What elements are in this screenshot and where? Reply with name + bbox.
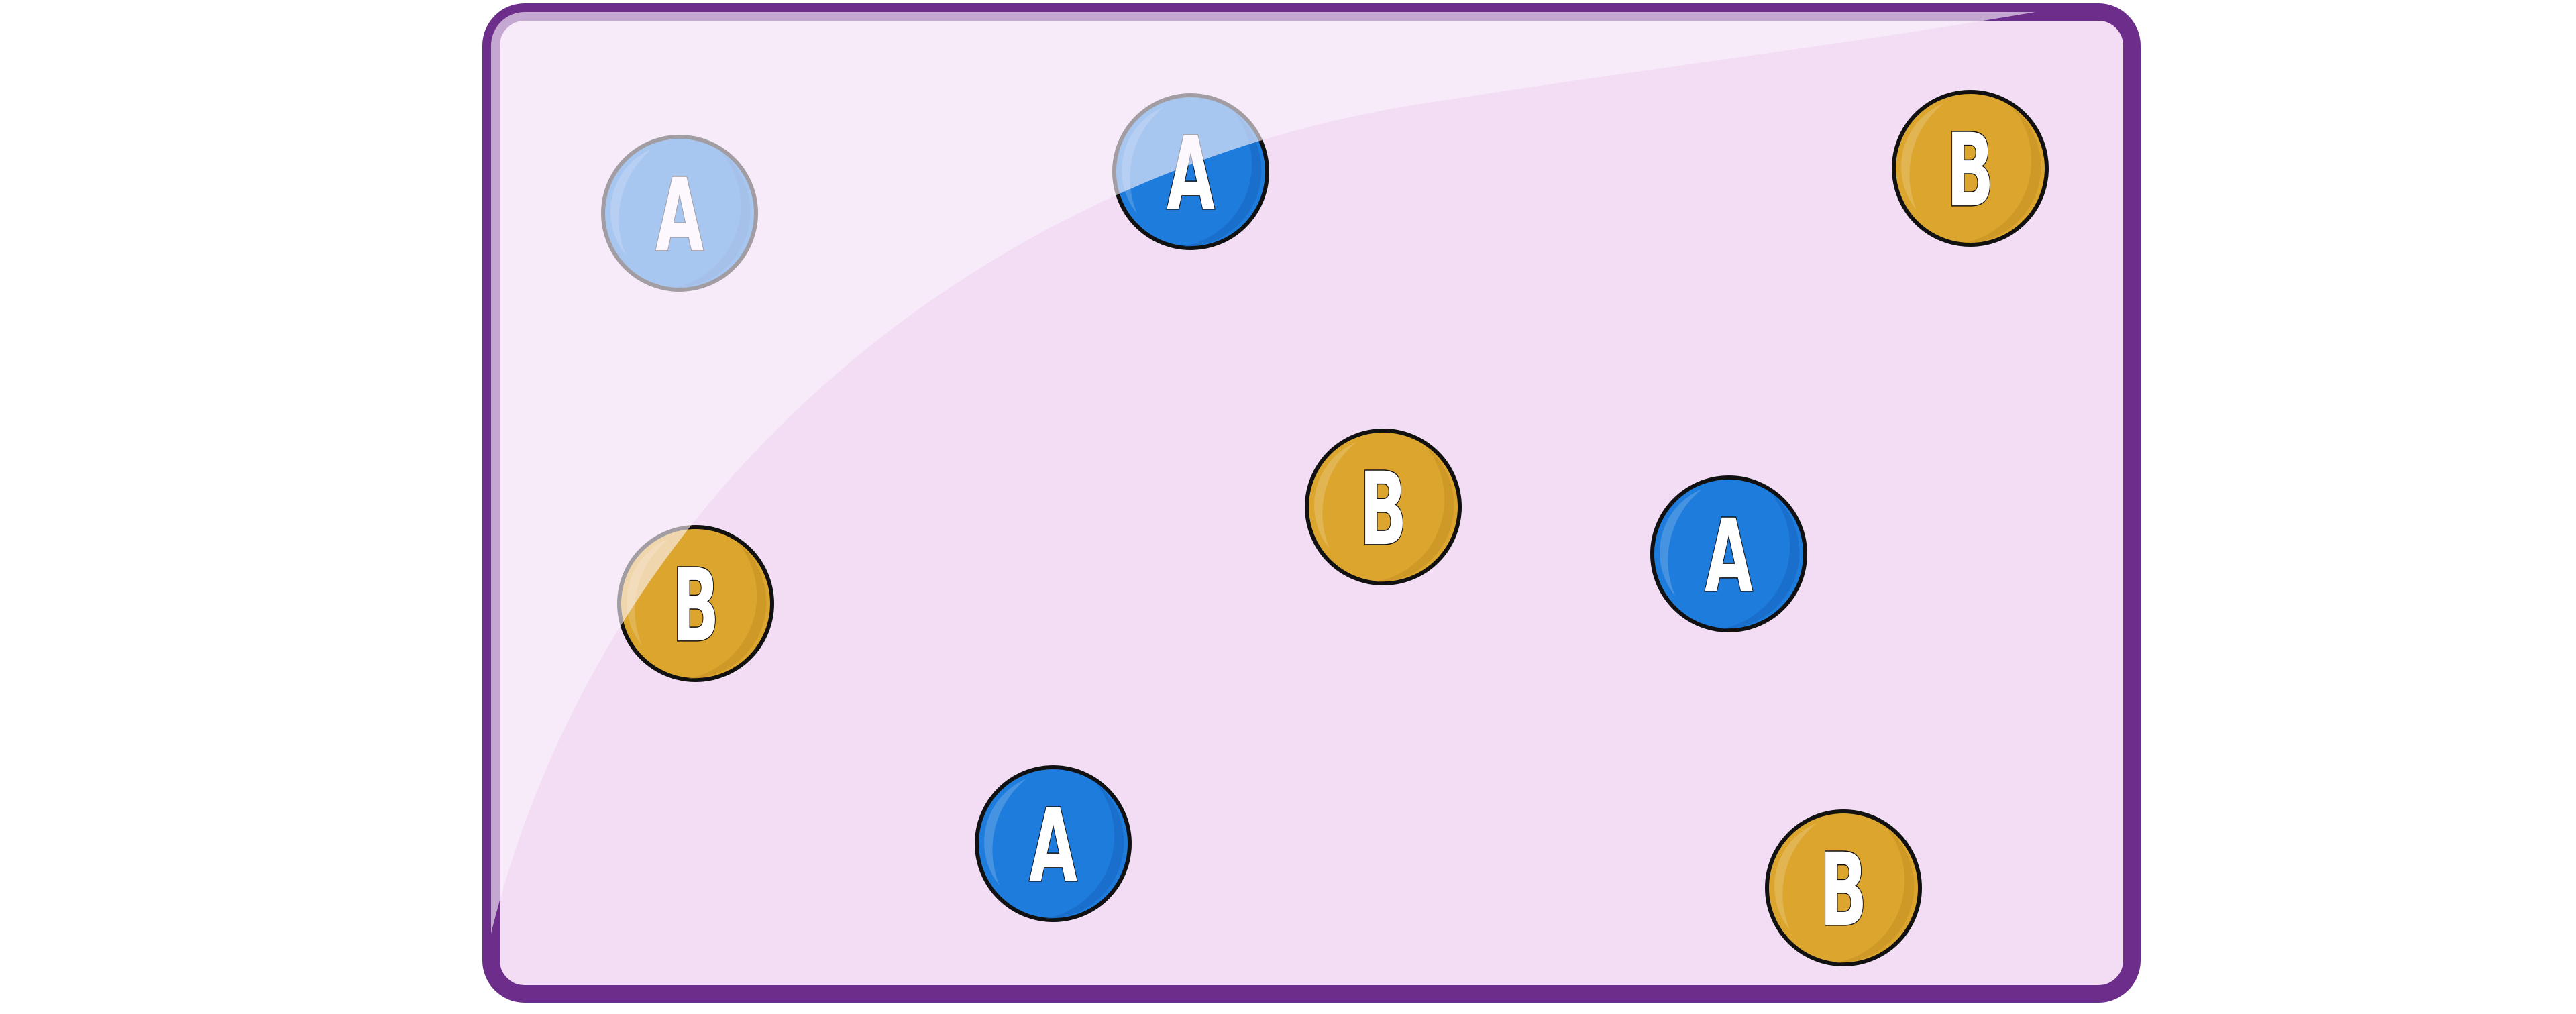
particle-ball — [1305, 429, 1462, 585]
particle-label: B — [1820, 832, 1868, 949]
particle-shade — [1045, 782, 1124, 919]
particle-shade — [688, 542, 767, 679]
particle-a: A — [975, 765, 1132, 922]
particle-highlight — [984, 779, 1027, 886]
particle-a: A — [1650, 475, 1807, 632]
particle-shade — [1183, 110, 1262, 247]
particle-highlight — [1901, 103, 1944, 211]
particle-label: A — [1029, 788, 1077, 905]
particle-label: B — [1360, 451, 1407, 568]
glass-glare — [491, 12, 2066, 939]
particle-label: B — [1947, 113, 1994, 229]
particle-ball — [1650, 475, 1807, 632]
particle-b: B — [1305, 429, 1462, 585]
particle-b: B — [1765, 809, 1922, 966]
particle-label: B — [672, 548, 720, 665]
particle-highlight — [1660, 489, 1703, 596]
particle-highlight — [1314, 442, 1357, 549]
particle-ball — [975, 765, 1132, 922]
particle-highlight — [1774, 823, 1817, 930]
particle-shade — [1962, 107, 2041, 243]
particle-shade — [1375, 445, 1454, 582]
particle-ball — [1765, 809, 1922, 966]
particle-label: A — [1705, 498, 1753, 615]
particle-shade — [1721, 492, 1800, 629]
particle-b: B — [1892, 90, 2049, 247]
particle-shade — [1835, 826, 1915, 963]
particle-ball — [1892, 90, 2049, 247]
